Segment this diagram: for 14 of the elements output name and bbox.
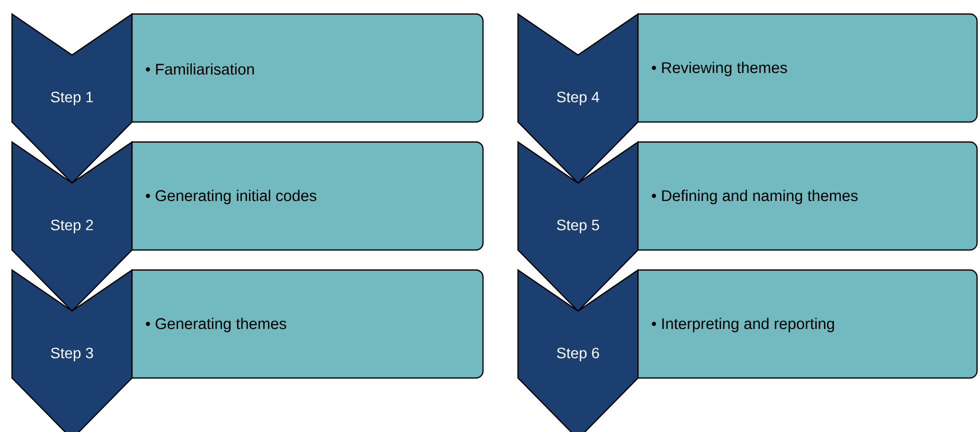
step-box: • Interpreting and reporting (637, 269, 978, 379)
node-label: Step 6 (556, 348, 600, 362)
step-tab: Step 6 (517, 268, 639, 432)
step-box: • Generating initial codes (131, 141, 484, 251)
step-box: • Reviewing themes (637, 13, 978, 123)
step-box: • Familiarisation (131, 13, 484, 123)
step-tab: Step 1 (11, 12, 133, 184)
step-tab: Step 4 (517, 12, 639, 184)
node-label: Step 3 (50, 348, 94, 362)
step-box: • Generating themes (131, 269, 484, 379)
step-box: • Defining and naming themes (637, 141, 978, 251)
step-tab: Step 2 (11, 140, 133, 312)
step-tab: Step 5 (517, 140, 639, 312)
step-tab: Step 3 (11, 268, 133, 432)
